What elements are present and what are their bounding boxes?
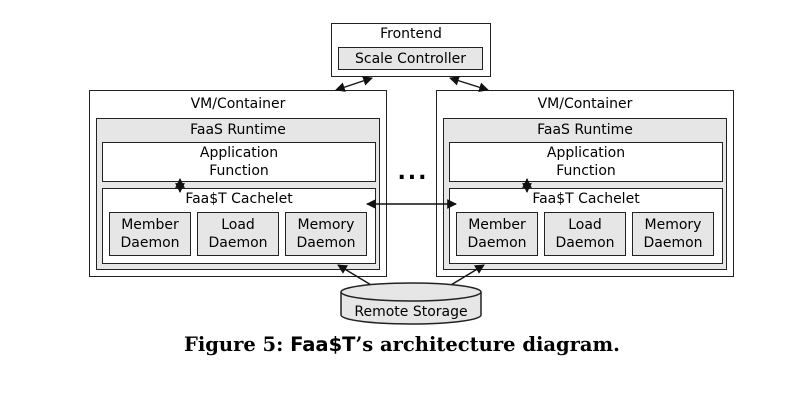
frontend-box: Frontend Scale Controller bbox=[331, 23, 491, 77]
vm-container-right: VM/Container FaaS Runtime Application Fu… bbox=[436, 90, 734, 277]
application-function-box: Application Function bbox=[449, 142, 723, 182]
faas-runtime-label: FaaS Runtime bbox=[537, 122, 633, 138]
memory-daemon-box: Memory Daemon bbox=[285, 212, 367, 256]
faas-runtime-box: FaaS Runtime Application Function Faa$T … bbox=[96, 118, 380, 270]
arrow-frontend-left bbox=[335, 76, 373, 92]
scale-controller-label: Scale Controller bbox=[355, 50, 466, 67]
frontend-label: Frontend bbox=[380, 26, 442, 42]
cachelet-box: Faa$T Cachelet Member Daemon Load Daemon… bbox=[449, 188, 723, 264]
caption-prefix: Figure 5: bbox=[184, 333, 291, 356]
application-function-label: Application Function bbox=[199, 145, 279, 179]
caption-system-name: Faa$T bbox=[290, 333, 356, 356]
faas-runtime-box: FaaS Runtime Application Function Faa$T … bbox=[443, 118, 727, 270]
remote-storage-cylinder: Remote Storage bbox=[340, 282, 482, 325]
cachelet-box: Faa$T Cachelet Member Daemon Load Daemon… bbox=[102, 188, 376, 264]
ellipsis: ... bbox=[397, 160, 429, 185]
scale-controller-box: Scale Controller bbox=[338, 47, 483, 70]
vm-container-label: VM/Container bbox=[190, 96, 286, 112]
member-daemon-box: Member Daemon bbox=[109, 212, 191, 256]
cachelet-label: Faa$T Cachelet bbox=[185, 191, 293, 207]
figure-caption: Figure 5: Faa$T’s architecture diagram. bbox=[0, 333, 804, 356]
caption-suffix: ’s architecture diagram. bbox=[355, 333, 620, 356]
arrow-frontend-right bbox=[449, 75, 489, 93]
memory-daemon-box: Memory Daemon bbox=[632, 212, 714, 256]
member-daemon-box: Member Daemon bbox=[456, 212, 538, 256]
remote-storage-label: Remote Storage bbox=[354, 304, 467, 320]
application-function-label: Application Function bbox=[546, 145, 626, 179]
application-function-box: Application Function bbox=[102, 142, 376, 182]
load-daemon-box: Load Daemon bbox=[197, 212, 279, 256]
cachelet-label: Faa$T Cachelet bbox=[532, 191, 640, 207]
load-daemon-box: Load Daemon bbox=[544, 212, 626, 256]
faas-runtime-label: FaaS Runtime bbox=[190, 122, 286, 138]
vm-container-left: VM/Container FaaS Runtime Application Fu… bbox=[89, 90, 387, 277]
vm-container-label: VM/Container bbox=[537, 96, 633, 112]
